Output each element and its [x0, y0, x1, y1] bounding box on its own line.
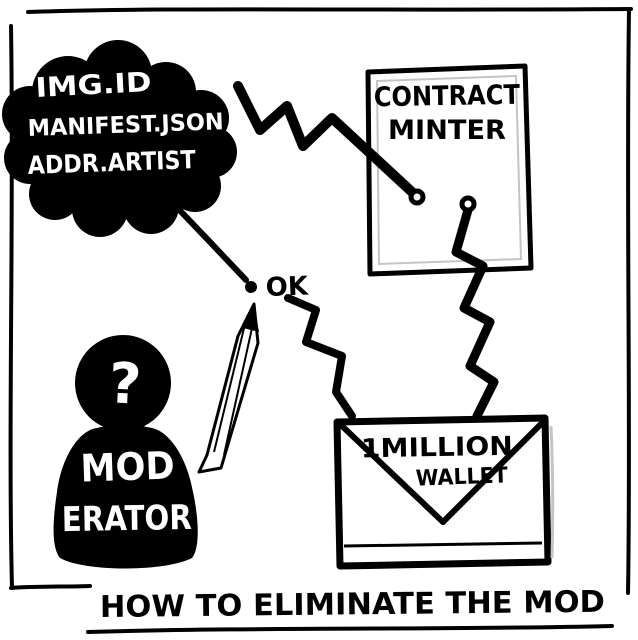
- moderator-label-line1: MOD: [80, 443, 175, 490]
- pencil: [197, 302, 260, 474]
- wallet-envelope: 1MILLION WALLET: [333, 414, 555, 570]
- caption-underline: [86, 624, 614, 634]
- ok-label: OK: [265, 272, 309, 303]
- cloud-line-imgid: IMG.ID: [35, 67, 152, 104]
- pencil-tip: [243, 304, 259, 332]
- border-right-line: [626, 8, 631, 595]
- moderator-question-mark: ?: [107, 351, 143, 418]
- envelope-bottom-double-line: [343, 541, 543, 548]
- bolt-minter-to-wallet: [451, 205, 499, 421]
- moderator-figure: ? MOD ERATOR: [53, 335, 198, 569]
- minter-pins: [408, 188, 477, 213]
- ok-dot: [245, 281, 257, 293]
- contract-minter-box: CONTRACT MINTER: [365, 63, 534, 277]
- moderator-label-line2: ERATOR: [61, 498, 192, 540]
- minter-label-line1: CONTRACT: [374, 80, 521, 114]
- cloud-blob: [2, 40, 237, 237]
- moderator-body: [53, 425, 198, 569]
- minter-pin-right: [459, 195, 477, 213]
- border-bottom-left-line: [9, 584, 92, 590]
- minter-box-echo-line: [375, 74, 523, 266]
- connectors: [165, 81, 499, 421]
- minter-pin-left: [408, 188, 426, 206]
- envelope-echo-line: [549, 425, 555, 559]
- ok-marker: OK: [245, 272, 309, 303]
- minter-box-outline: [365, 63, 534, 277]
- minter-label-line2: MINTER: [388, 115, 506, 146]
- envelope-outline: [333, 414, 552, 570]
- pencil-hatch-line-2: [223, 327, 253, 456]
- cloud-line-addr: ADDR.ARTIST: [27, 145, 196, 180]
- pencil-hatch-line-1: [213, 319, 247, 453]
- border-top-line: [26, 7, 633, 14]
- envelope-flap-left: [339, 423, 446, 525]
- caption-text: HOW TO ELIMINATE THE MOD: [100, 585, 605, 625]
- moderator-head: [75, 335, 171, 431]
- wallet-label-line1: 1MILLION: [361, 432, 514, 465]
- bolt-cloud-to-minter: [233, 81, 417, 197]
- zigzag-ok-to-wallet: [284, 294, 356, 420]
- metadata-cloud: IMG.ID MANIFEST.JSON ADDR.ARTIST: [2, 40, 237, 237]
- wallet-label-line2: WALLET: [415, 463, 508, 491]
- line-cloud-to-ok: [165, 195, 249, 283]
- envelope-flap-right: [440, 421, 544, 525]
